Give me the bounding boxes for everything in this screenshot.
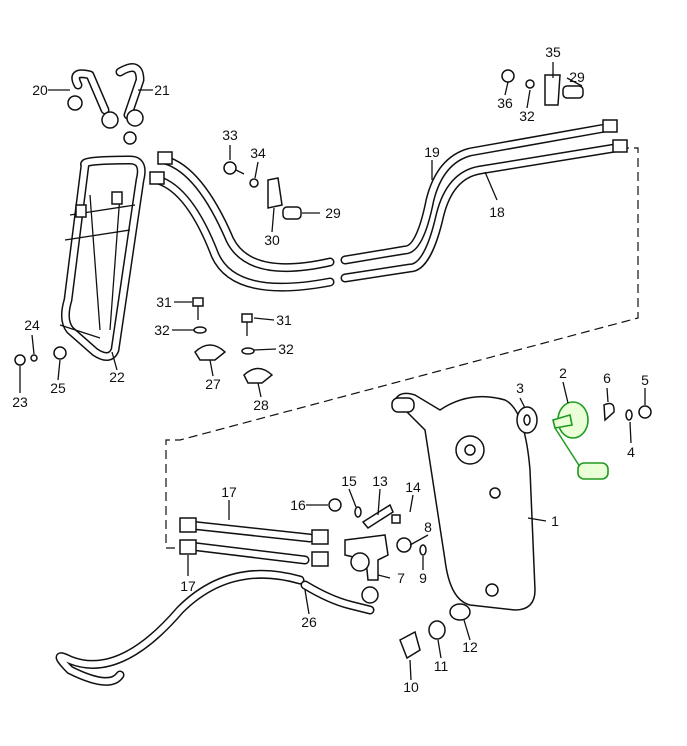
callout-8[interactable]: 8 <box>424 519 432 535</box>
callout-9[interactable]: 9 <box>419 570 427 586</box>
callout-6[interactable]: 6 <box>603 370 611 386</box>
callout-32b[interactable]: 32 <box>154 322 170 338</box>
callout-labels: 20 21 35 29 36 32 33 34 19 18 29 30 31 3… <box>12 44 649 695</box>
part-17-26-lower-lines <box>55 498 471 686</box>
part-1-oil-tank <box>391 392 536 611</box>
leader-lines <box>19 62 646 681</box>
small-hardware <box>14 69 584 384</box>
callout-4[interactable]: 4 <box>627 444 635 460</box>
callout-14[interactable]: 14 <box>405 479 421 495</box>
callout-29b[interactable]: 29 <box>325 205 341 221</box>
callout-17[interactable]: 17 <box>221 484 237 500</box>
callout-1[interactable]: 1 <box>551 513 559 529</box>
callout-16[interactable]: 16 <box>290 497 306 513</box>
callout-36[interactable]: 36 <box>497 95 513 111</box>
callout-32[interactable]: 32 <box>519 108 535 124</box>
callout-26[interactable]: 26 <box>301 614 317 630</box>
callout-17b[interactable]: 17 <box>180 578 196 594</box>
part-18-19-oil-lines <box>149 119 628 292</box>
callout-20[interactable]: 20 <box>32 82 48 98</box>
callout-15[interactable]: 15 <box>341 473 357 489</box>
callout-7[interactable]: 7 <box>397 570 405 586</box>
callout-10[interactable]: 10 <box>403 679 419 695</box>
callout-27[interactable]: 27 <box>205 376 221 392</box>
callout-29[interactable]: 29 <box>569 69 585 85</box>
callout-31b[interactable]: 31 <box>276 312 292 328</box>
callout-21[interactable]: 21 <box>154 82 170 98</box>
callout-5[interactable]: 5 <box>641 372 649 388</box>
part-3-gasket <box>516 406 538 434</box>
callout-18[interactable]: 18 <box>489 204 505 220</box>
part-2-oil-level-sender[interactable] <box>552 401 609 480</box>
callout-23[interactable]: 23 <box>12 394 28 410</box>
callout-30[interactable]: 30 <box>264 232 280 248</box>
part-20-21-hose-fittings <box>67 63 145 145</box>
part-6-4-5-hardware <box>603 402 652 422</box>
callout-25[interactable]: 25 <box>50 380 66 396</box>
callout-13[interactable]: 13 <box>372 473 388 489</box>
callout-31[interactable]: 31 <box>156 294 172 310</box>
callout-12[interactable]: 12 <box>462 639 478 655</box>
callout-24[interactable]: 24 <box>24 317 40 333</box>
callout-22[interactable]: 22 <box>109 369 125 385</box>
part-22-cooler-frame <box>59 155 146 361</box>
callout-28[interactable]: 28 <box>253 397 269 413</box>
callout-2[interactable]: 2 <box>559 365 567 381</box>
callout-3[interactable]: 3 <box>516 380 524 396</box>
callout-35[interactable]: 35 <box>545 44 561 60</box>
callout-19[interactable]: 19 <box>424 144 440 160</box>
dashed-connector-upper <box>165 147 639 549</box>
callout-34[interactable]: 34 <box>250 145 266 161</box>
callout-11[interactable]: 11 <box>434 658 449 674</box>
callout-33[interactable]: 33 <box>222 127 238 143</box>
callout-32c[interactable]: 32 <box>278 341 294 357</box>
